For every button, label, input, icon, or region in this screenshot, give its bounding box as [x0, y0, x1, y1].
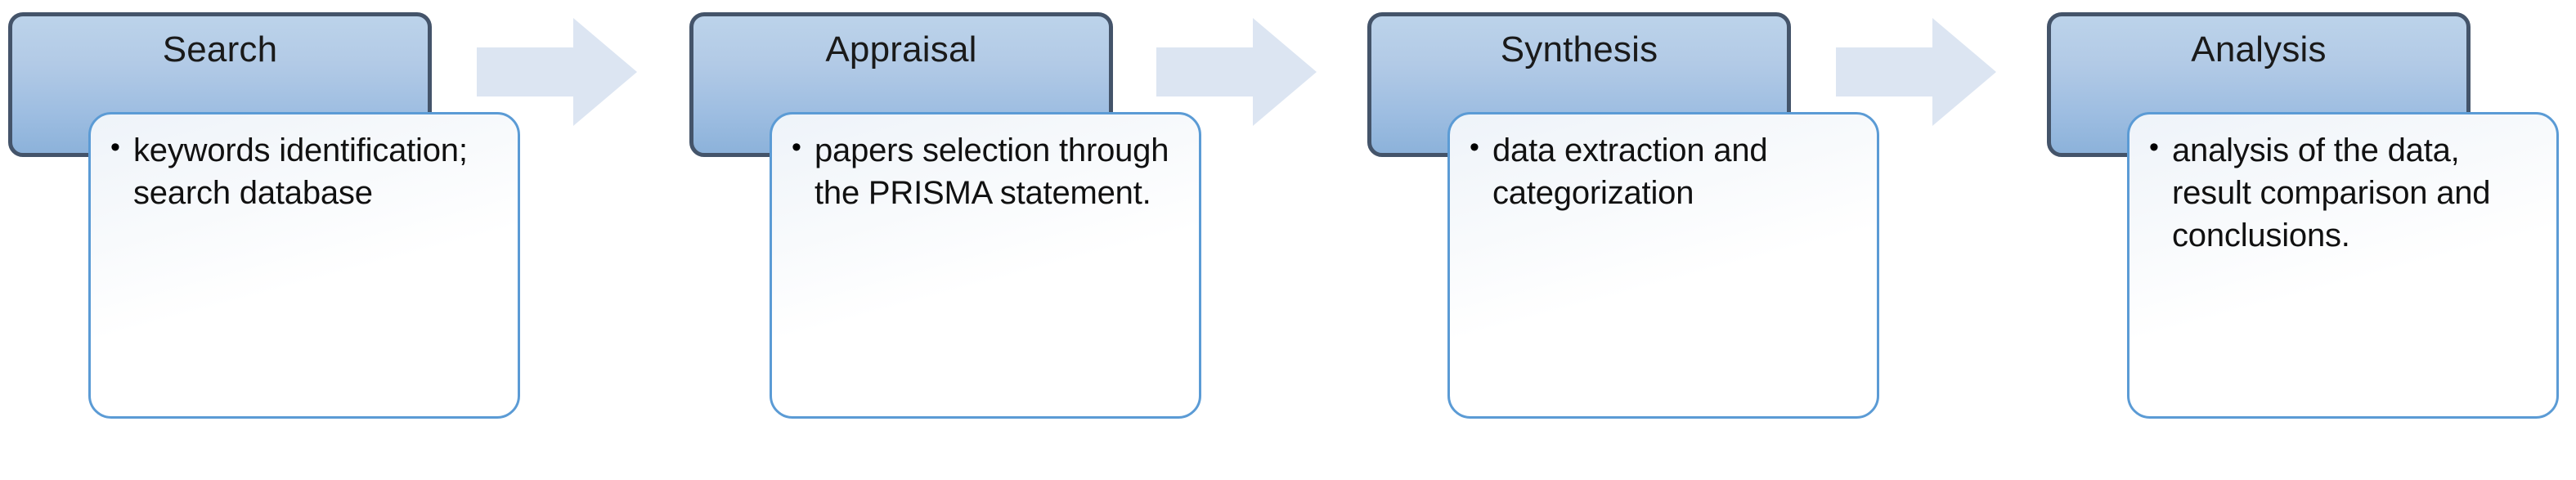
right-arrow-icon: [1156, 18, 1317, 126]
stage-title-synthesis: Synthesis: [1500, 29, 1658, 70]
stage-appraisal[interactable]: Appraisal papers selection through the P…: [681, 0, 1205, 480]
stage-bullet-list-appraisal: papers selection through the PRISMA stat…: [790, 128, 1184, 214]
arrow-synthesis-to-analysis: [1836, 15, 1996, 129]
list-item: data extraction and categorization: [1468, 128, 1862, 214]
stage-title-analysis: Analysis: [2191, 29, 2327, 70]
stage-bullet-list-synthesis: data extraction and categorization: [1468, 128, 1862, 214]
stage-bullet-list-analysis: analysis of the data, result comparison …: [2147, 128, 2542, 257]
stage-analysis[interactable]: Analysis analysis of the data, result co…: [2039, 0, 2562, 480]
stage-title-appraisal: Appraisal: [825, 29, 977, 70]
stage-search[interactable]: Search keywords identification; search d…: [0, 0, 523, 480]
list-item: analysis of the data, result comparison …: [2147, 128, 2542, 257]
right-arrow-icon: [477, 18, 637, 126]
stage-synthesis[interactable]: Synthesis data extraction and categoriza…: [1359, 0, 1883, 480]
stage-card-analysis[interactable]: analysis of the data, result comparison …: [2127, 112, 2559, 419]
arrow-search-to-appraisal: [477, 15, 637, 129]
list-item: papers selection through the PRISMA stat…: [790, 128, 1184, 214]
arrow-appraisal-to-synthesis: [1156, 15, 1317, 129]
stage-card-appraisal[interactable]: papers selection through the PRISMA stat…: [770, 112, 1201, 419]
stage-card-synthesis[interactable]: data extraction and categorization: [1447, 112, 1879, 419]
right-arrow-icon: [1836, 18, 1996, 126]
stage-bullet-list-search: keywords identification; search database: [109, 128, 503, 214]
stage-card-search[interactable]: keywords identification; search database: [88, 112, 520, 419]
list-item: keywords identification; search database: [109, 128, 503, 214]
stage-title-search: Search: [162, 29, 278, 70]
